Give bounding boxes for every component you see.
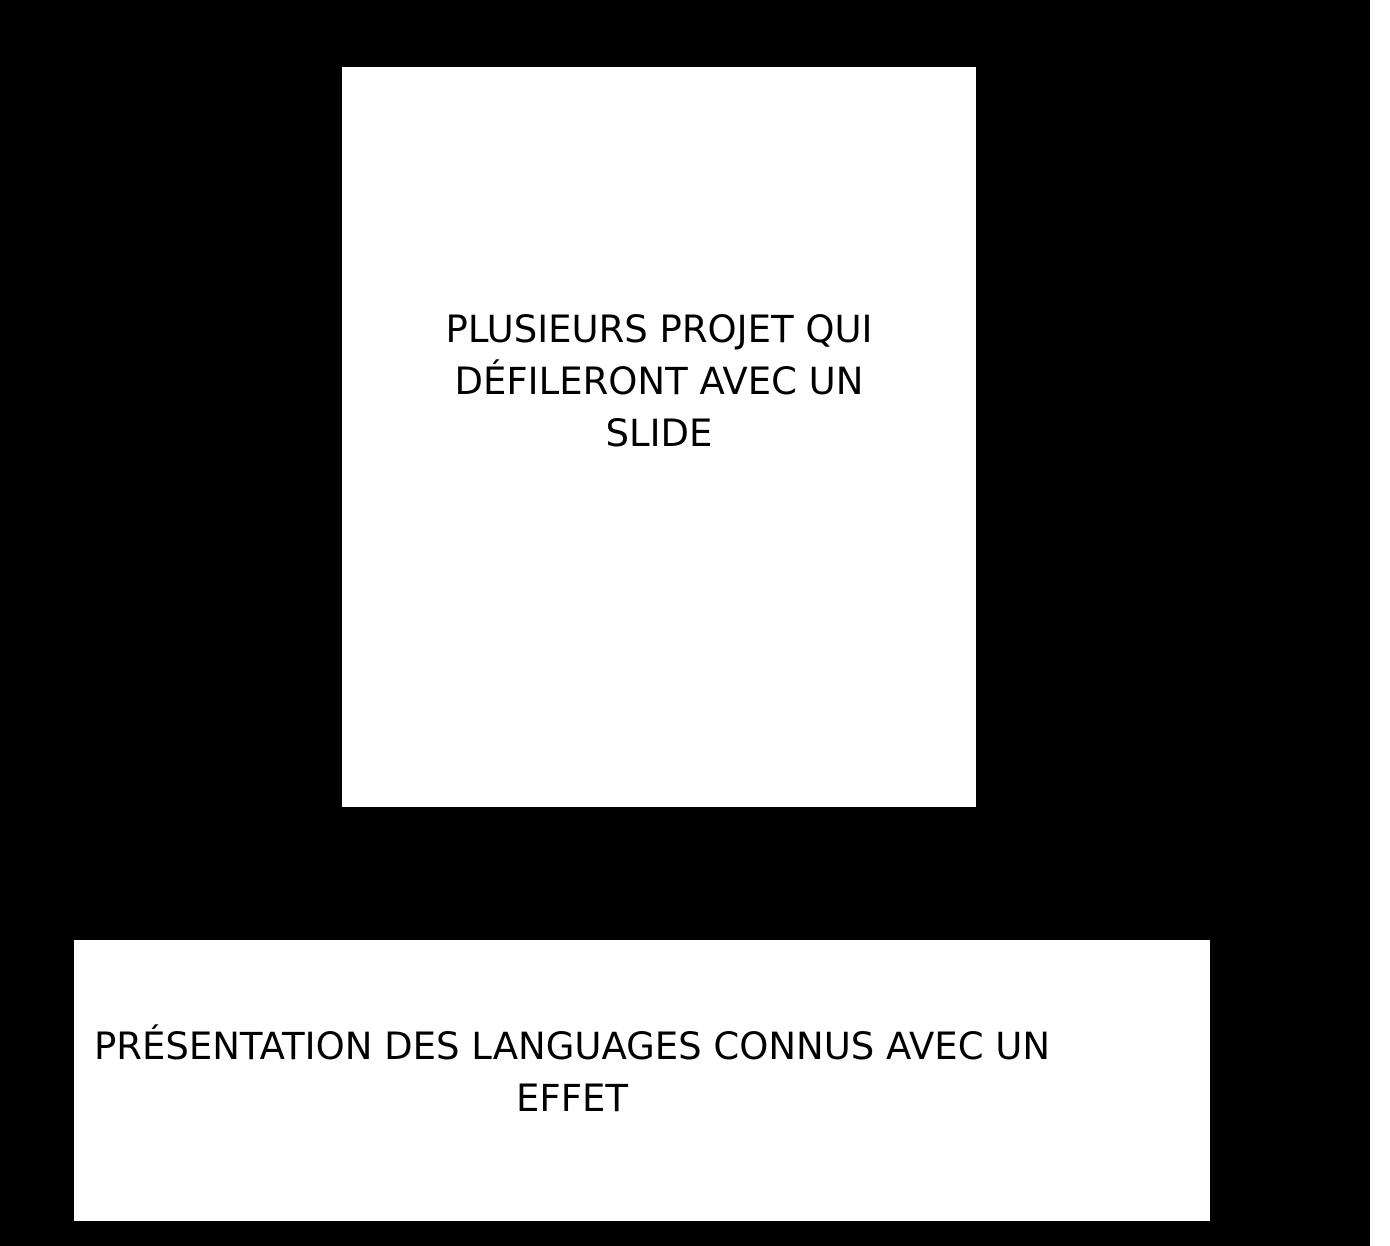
languages-placeholder: PRÉSENTATION DES LANGUAGES CONNUS AVEC U… (74, 940, 1210, 1221)
languages-placeholder-text: PRÉSENTATION DES LANGUAGES CONNUS AVEC U… (93, 1025, 1051, 1120)
projects-slider-placeholder: PLUSIEURS PROJET QUI DÉFILERONT AVEC UN … (342, 67, 976, 807)
projects-placeholder-text: PLUSIEURS PROJET QUI DÉFILERONT AVEC UN … (445, 308, 873, 455)
